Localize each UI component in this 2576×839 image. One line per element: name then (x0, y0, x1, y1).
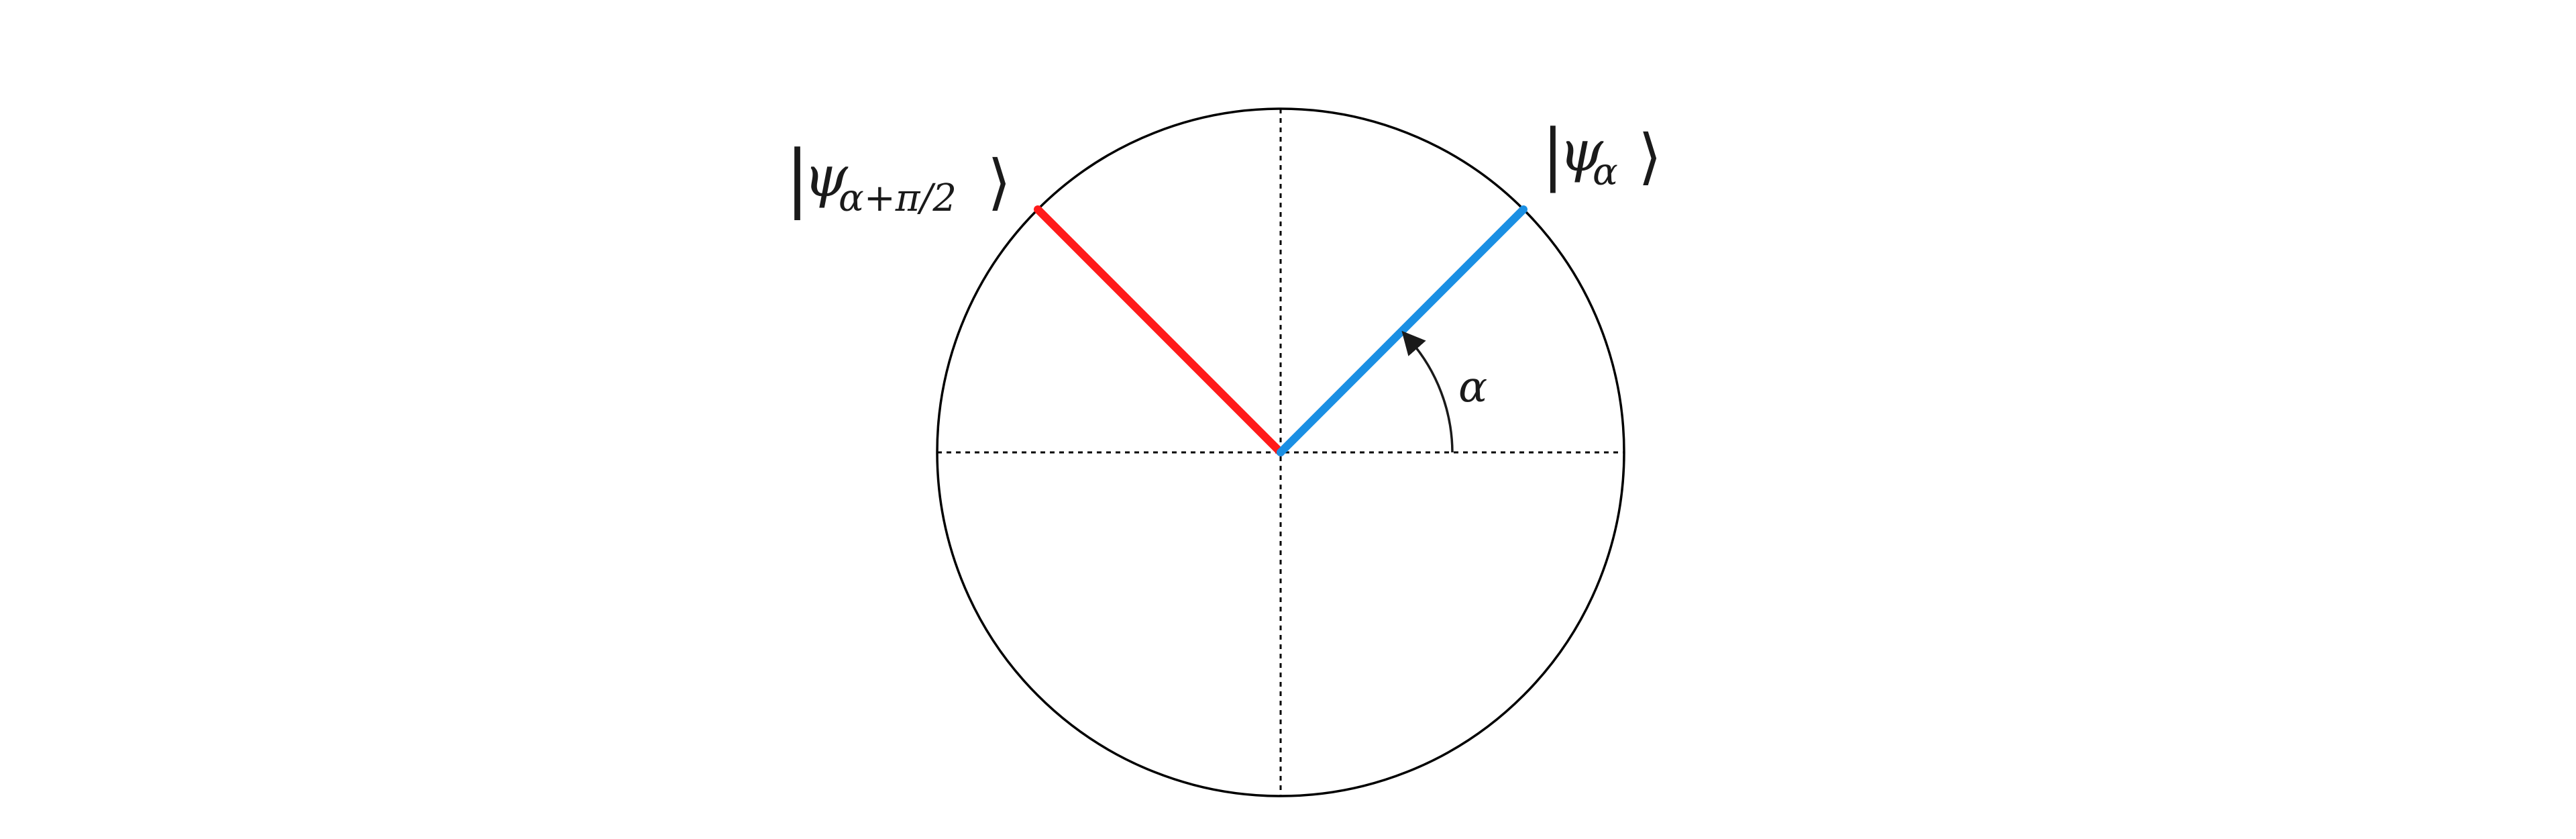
orthogonal-state-vector (1034, 205, 1285, 456)
alpha-state-vector (1277, 205, 1527, 456)
orthogonal-state-label: | ψ α+π/2 ⟩ (785, 134, 1011, 220)
psi-symbol: ψ (804, 144, 849, 209)
alpha-plus-pi-half-subscript: α+π/2 (839, 177, 957, 220)
unit-circle (936, 107, 1625, 797)
ket-left-bar: | (785, 134, 810, 220)
alpha-subscript: α (1593, 150, 1618, 194)
alpha-state-label: | ψ α ⟩ (1542, 115, 1662, 194)
ket-left-bar: | (1542, 115, 1564, 193)
angle-label: α (1458, 362, 1487, 412)
angle-arc-arrow (1401, 330, 1454, 453)
ket-right-angle: ⟩ (987, 147, 1011, 217)
ket-right-angle: ⟩ (1638, 121, 1662, 192)
psi-symbol: ψ (1559, 118, 1604, 184)
